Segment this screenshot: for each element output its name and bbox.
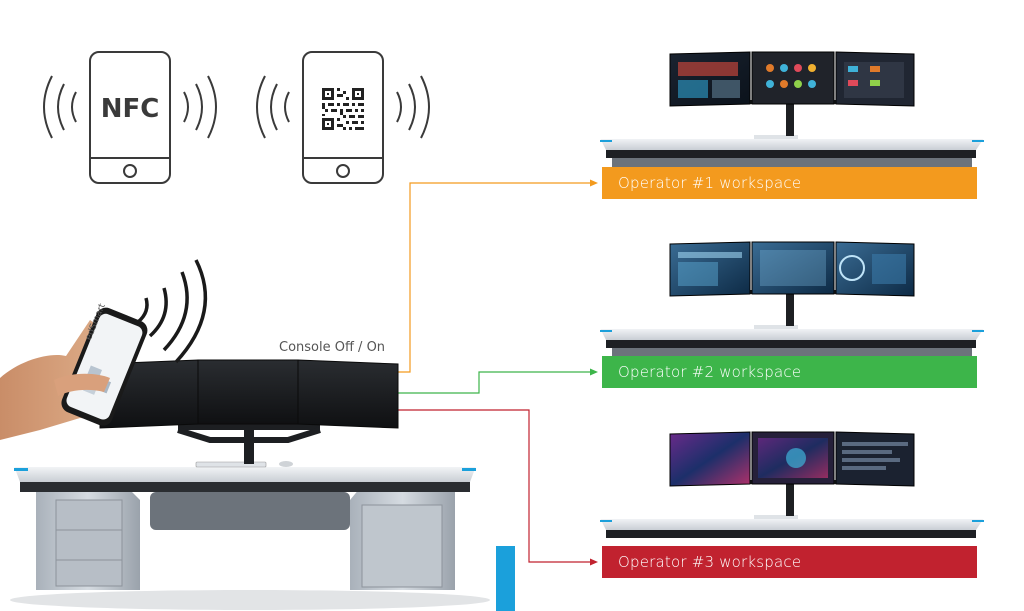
workspace-2-console [596,241,988,358]
connector-red [398,409,598,566]
qr-code-icon [322,88,364,130]
connector-green [398,368,598,394]
nfc-phone [43,51,217,184]
workspace-1-label: Operator #1 workspace [602,167,977,199]
connector-orange [398,179,598,373]
nfc-label: NFC [100,94,160,124]
wireless-signal-icon [136,259,208,364]
accent-bar [496,546,515,611]
workspace-3-label: Operator #3 workspace [602,546,977,578]
console-toggle-label: Console Off / On [279,340,386,355]
workspace-3-console [596,431,988,538]
workspace-2-label: Operator #2 workspace [602,356,977,388]
hand-holding-phone [0,307,148,440]
main-console [10,359,490,610]
workspace-1-console [596,51,988,168]
